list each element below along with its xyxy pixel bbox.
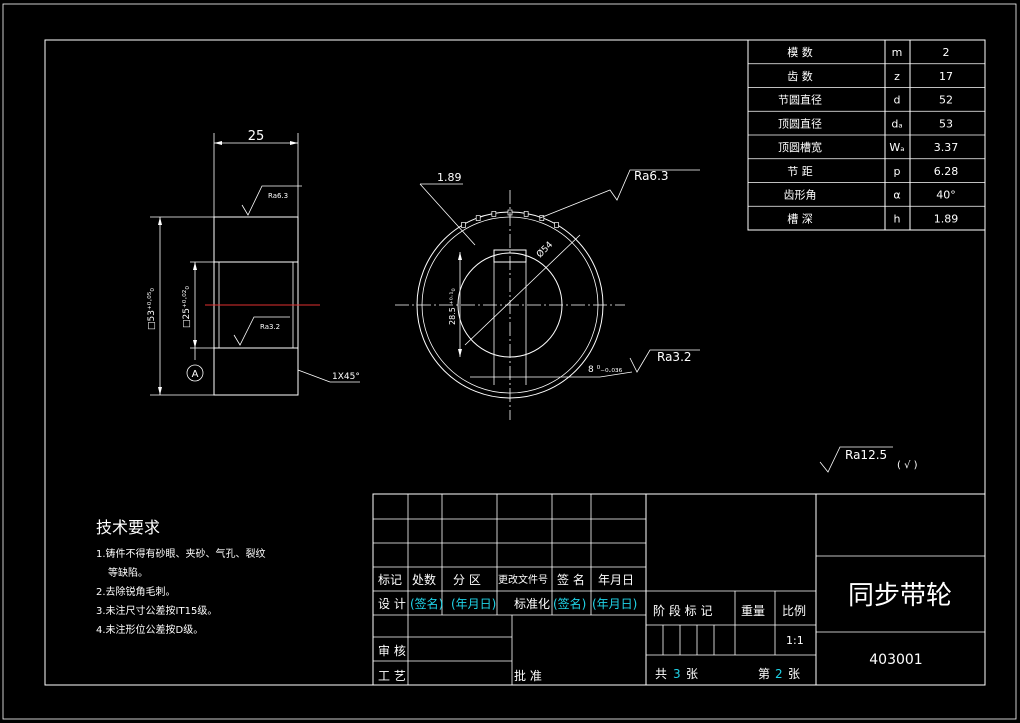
rough-key: Ra3.2 — [657, 350, 692, 364]
param-value: 53 — [939, 117, 953, 130]
tooth-notch — [461, 222, 466, 228]
note-line-1: 1.铸件不得有砂眼、夹砂、气孔、裂纹 — [96, 547, 266, 560]
tb-sheets-pre: 共 — [655, 667, 667, 681]
tb-part-name: 同步带轮 — [848, 581, 952, 611]
tooth-notch — [491, 211, 497, 217]
tb-h-doc: 更改文件号 — [498, 573, 548, 586]
param-label: 齿形角 — [784, 189, 817, 202]
param-value: 3.37 — [934, 141, 959, 154]
tb-review: 审 核 — [378, 643, 406, 658]
tb-sheet-unit: 张 — [788, 667, 800, 681]
param-label: 节圆直径 — [778, 93, 822, 107]
tb-sheets-total: 3 — [673, 667, 681, 681]
width-dim: 25 — [248, 129, 265, 144]
tech-notes: 技术要求 1.铸件不得有砂眼、夹砂、气孔、裂纹 等缺陷。 2.去除锐角毛刺。 3… — [96, 518, 266, 636]
tb-standard: 标准化 — [514, 597, 550, 611]
tb-approve: 批 准 — [514, 668, 542, 683]
tooth-notch — [539, 215, 545, 221]
tooth-notch — [523, 211, 529, 217]
tb-part-no: 403001 — [869, 652, 922, 668]
tb-h-count: 处数 — [412, 572, 436, 587]
rough-bore: Ra3.2 — [260, 323, 280, 331]
key-depth-dim: 28.5 ⁺⁰·¹₀ — [448, 288, 457, 325]
tb-stage-mark: 阶 段 标 记 — [653, 603, 712, 618]
param-symbol: α — [893, 189, 900, 202]
param-value: 1.89 — [934, 212, 959, 225]
param-symbol: d — [894, 94, 901, 107]
general-rough-bracket: ( √ ) — [897, 460, 918, 471]
param-label: 顶圆槽宽 — [778, 140, 822, 154]
param-label: 节 距 — [787, 165, 813, 178]
rough-top: Ra6.3 — [268, 192, 288, 200]
tb-scale: 比例 — [782, 604, 806, 618]
param-table: 模 数 m 2 齿 数 z 17 节圆直径 d 52 顶圆直径 dₐ 53 顶圆槽宽 Wₐ 3.37 节 距 p… — [747, 39, 986, 231]
param-symbol: m — [892, 46, 903, 59]
param-value: 2 — [943, 46, 950, 59]
param-value: 6.28 — [934, 165, 959, 178]
title-block: 标记 处数 分 区 更改文件号 签 名 年月日 设 计 (签名) (年月日) 标… — [372, 493, 986, 686]
tb-date2: (年月日) — [592, 597, 637, 611]
tb-h-sign: 签 名 — [557, 572, 585, 587]
tooth-notch — [554, 222, 559, 228]
tb-sign2: (签名) — [553, 596, 586, 611]
param-symbol: Wₐ — [889, 141, 904, 154]
param-value: 52 — [939, 94, 953, 107]
note-line-2: 等缺陷。 — [108, 566, 148, 579]
param-value: 17 — [939, 70, 953, 83]
front-view: 1.89 Ra6.3 Ø54 28.5 ⁺⁰·¹₀ 8 ⁰₋₀.₀₃₆ Ra3.… — [395, 169, 700, 420]
key-width-dim: 8 ⁰₋₀.₀₃₆ — [588, 365, 623, 375]
general-roughness: Ra12.5 ( √ ) — [819, 446, 918, 473]
tb-weight: 重量 — [741, 604, 765, 618]
param-label: 齿 数 — [787, 70, 813, 83]
tb-design: 设 计 — [378, 597, 406, 611]
side-view: 25 Ra6.3 Ra3.2 □53⁺⁰·⁰⁵₀ □25⁺⁰·⁰²₀ A 1X4… — [147, 129, 360, 396]
tb-sheets-unit: 张 — [686, 667, 698, 681]
tb-h-date: 年月日 — [598, 573, 634, 587]
param-symbol: z — [894, 70, 900, 83]
tb-h-mark: 标记 — [378, 573, 402, 587]
notes-title: 技术要求 — [96, 518, 160, 537]
param-label: 顶圆直径 — [778, 116, 822, 130]
param-symbol: dₐ — [891, 117, 902, 130]
param-label: 槽 深 — [787, 212, 813, 225]
param-label: 模 数 — [787, 46, 813, 59]
tb-sign1: (签名) — [410, 596, 443, 611]
tb-sheet-pre: 第 — [758, 667, 770, 681]
note-line-5: 4.未注形位公差按D级。 — [96, 623, 203, 636]
bore-dia-dim: □25⁺⁰·⁰²₀ — [182, 286, 192, 328]
datum-label: A — [192, 369, 199, 380]
tb-date1: (年月日) — [451, 597, 496, 611]
rough-outer: Ra6.3 — [634, 169, 669, 183]
tb-h-zone: 分 区 — [453, 573, 481, 587]
groove-dim: 1.89 — [437, 171, 462, 184]
tb-process: 工 艺 — [378, 669, 406, 683]
tooth-notch — [475, 215, 481, 221]
general-rough-main: Ra12.5 — [845, 448, 887, 462]
tb-scale-val: 1:1 — [786, 634, 804, 647]
outer-border — [2, 3, 1017, 720]
tb-sheet-num: 2 — [775, 667, 783, 681]
chamfer-label: 1X45° — [332, 372, 360, 382]
param-symbol: p — [894, 165, 901, 178]
pitch-dim: Ø54 — [534, 239, 555, 260]
note-line-4: 3.未注尺寸公差按IT15级。 — [96, 604, 217, 617]
outer-dia-dim: □53⁺⁰·⁰⁵₀ — [147, 288, 157, 330]
param-symbol: h — [894, 212, 901, 225]
drawing-frame — [44, 39, 986, 686]
param-value: 40° — [936, 189, 956, 202]
note-line-3: 2.去除锐角毛刺。 — [96, 585, 176, 598]
